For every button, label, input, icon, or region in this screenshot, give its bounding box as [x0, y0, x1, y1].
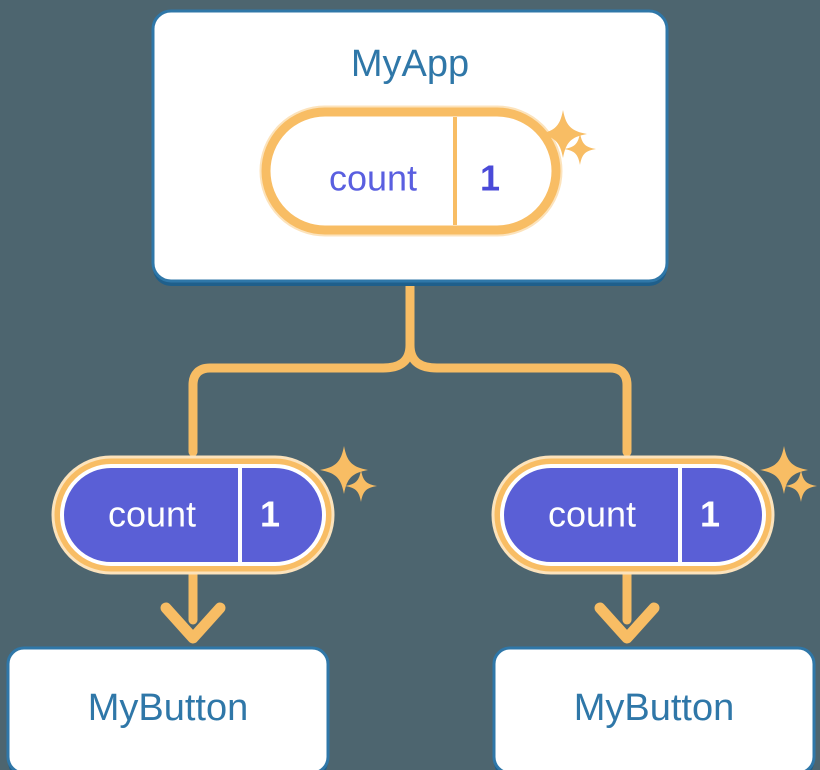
mybutton-card-right[interactable]: MyButton — [492, 646, 816, 770]
mybutton-left-card-body — [6, 646, 330, 770]
arrowhead-right-icon — [594, 602, 660, 644]
myapp-state-pill[interactable]: count 1 — [259, 105, 563, 237]
arrowhead-left-icon — [160, 602, 226, 644]
connector-branch-left — [188, 340, 415, 457]
connector-branch-right — [405, 340, 632, 457]
mybutton-right-card-label: MyButton — [574, 687, 735, 729]
left-pill-inner-stroke — [60, 464, 326, 566]
myapp-card-label: MyApp — [351, 43, 469, 85]
right-pill-value: 1 — [700, 494, 720, 535]
mybutton-left-card-label: MyButton — [88, 687, 249, 729]
sparkle-small-icon — [785, 470, 817, 502]
right-pill-inner-stroke — [500, 464, 766, 566]
myapp-pill-ring — [261, 107, 561, 235]
left-state-pill[interactable]: count 1 — [51, 455, 335, 575]
right-state-pill[interactable]: count 1 — [491, 455, 775, 575]
sparkle-large-icon — [539, 110, 587, 158]
myapp-pill-value: 1 — [480, 158, 500, 199]
myapp-pill-sparkles — [539, 110, 596, 165]
myapp-pill-key: count — [329, 158, 417, 199]
sparkle-small-icon — [345, 470, 377, 502]
mybutton-right-card-body — [492, 646, 816, 770]
left-pill-sparkles — [320, 446, 377, 502]
mybutton-card-left[interactable]: MyButton — [6, 646, 330, 770]
right-pill-sparkles — [760, 446, 817, 502]
right-pill-key: count — [548, 494, 636, 535]
sparkle-large-icon — [760, 446, 808, 494]
right-pill-ring — [494, 458, 772, 572]
sparkle-small-icon — [564, 133, 596, 165]
left-pill-value: 1 — [260, 494, 280, 535]
sparkle-large-icon — [320, 446, 368, 494]
left-pill-ring — [54, 458, 332, 572]
left-pill-key: count — [108, 494, 196, 535]
